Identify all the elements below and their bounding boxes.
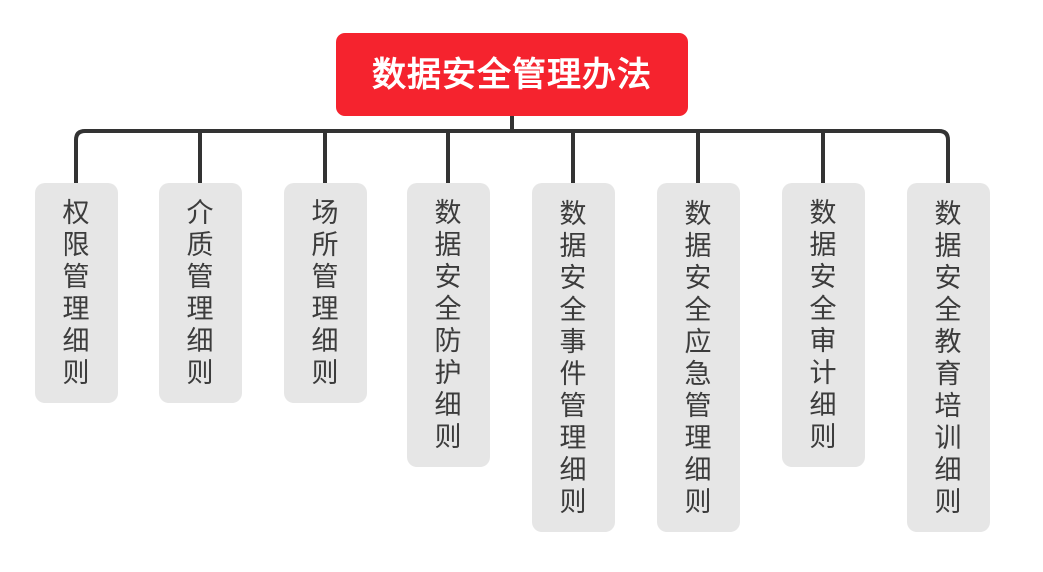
child-node-char: 育: [934, 358, 962, 389]
child-node-char: 教: [934, 326, 962, 357]
child-node-label: 数据安全教育培训细则: [935, 198, 962, 518]
child-node-label: 数据安全应急管理细则: [685, 198, 712, 518]
child-node-char: 限: [62, 230, 90, 260]
child-node-8[interactable]: 数据安全教育培训细则: [906, 183, 990, 532]
child-node-label: 数据安全防护细则: [435, 197, 462, 453]
child-node-char: 则: [186, 358, 214, 388]
child-node-3[interactable]: 场所管理细则: [283, 183, 367, 403]
child-node-label: 场所管理细则: [312, 197, 339, 389]
child-node-char: 据: [809, 230, 837, 260]
child-node-char: 管: [311, 262, 339, 292]
child-node-char: 细: [62, 326, 90, 356]
child-node-char: 则: [434, 422, 462, 452]
child-node-char: 应: [684, 326, 712, 357]
child-node-char: 全: [559, 294, 587, 325]
child-node-char: 细: [186, 326, 214, 356]
child-node-label: 介质管理细则: [187, 197, 214, 389]
child-node-char: 则: [809, 422, 837, 452]
child-node-char: 训: [934, 422, 962, 453]
child-node-char: 护: [434, 358, 462, 388]
child-node-label: 权限管理细则: [63, 197, 90, 389]
child-node-char: 全: [809, 294, 837, 324]
child-node-char: 件: [559, 358, 587, 389]
child-node-char: 全: [684, 294, 712, 325]
child-node-char: 数: [559, 198, 587, 229]
child-node-char: 据: [934, 230, 962, 261]
child-node-char: 安: [434, 262, 462, 292]
child-node-6[interactable]: 数据安全应急管理细则: [656, 183, 740, 532]
child-node-char: 据: [559, 230, 587, 261]
child-node-char: 权: [62, 198, 90, 228]
child-node-char: 介: [186, 198, 214, 228]
child-node-char: 全: [434, 294, 462, 324]
child-node-char: 细: [311, 326, 339, 356]
child-node-char: 则: [559, 486, 587, 517]
child-node-char: 所: [311, 230, 339, 260]
child-node-char: 数: [934, 198, 962, 229]
child-node-char: 细: [809, 390, 837, 420]
child-node-4[interactable]: 数据安全防护细则: [406, 183, 490, 467]
child-node-char: 则: [684, 486, 712, 517]
child-node-char: 防: [434, 326, 462, 356]
child-node-char: 理: [311, 294, 339, 324]
horizontal-bus: [74, 129, 950, 141]
child-node-char: 审: [809, 326, 837, 356]
child-node-char: 数: [434, 198, 462, 228]
child-node-char: 数: [684, 198, 712, 229]
child-node-char: 场: [311, 198, 339, 228]
child-node-7[interactable]: 数据安全审计细则: [781, 183, 865, 467]
child-node-char: 据: [684, 230, 712, 261]
child-node-char: 安: [809, 262, 837, 292]
child-node-char: 理: [559, 422, 587, 453]
root-node-label: 数据安全管理办法: [372, 55, 652, 94]
child-node-char: 管: [684, 390, 712, 421]
child-node-label: 数据安全审计细则: [810, 197, 837, 453]
child-node-char: 全: [934, 294, 962, 325]
child-node-char: 理: [62, 294, 90, 324]
child-node-char: 安: [684, 262, 712, 293]
child-node-char: 理: [684, 422, 712, 453]
child-node-char: 事: [559, 326, 587, 357]
child-node-char: 急: [684, 358, 712, 389]
child-node-char: 细: [684, 454, 712, 485]
child-node-1[interactable]: 权限管理细则: [34, 183, 118, 403]
child-node-char: 计: [809, 358, 837, 388]
child-node-char: 细: [434, 390, 462, 420]
child-node-char: 管: [186, 262, 214, 292]
child-node-5[interactable]: 数据安全事件管理细则: [531, 183, 615, 532]
child-node-char: 安: [559, 262, 587, 293]
root-node[interactable]: 数据安全管理办法: [336, 33, 688, 116]
child-node-char: 安: [934, 262, 962, 293]
child-node-label: 数据安全事件管理细则: [560, 198, 587, 518]
child-node-char: 理: [186, 294, 214, 324]
child-node-char: 管: [559, 390, 587, 421]
child-node-char: 则: [311, 358, 339, 388]
child-node-char: 据: [434, 230, 462, 260]
child-node-char: 细: [934, 454, 962, 485]
child-node-char: 培: [934, 390, 962, 421]
child-node-char: 细: [559, 454, 587, 485]
child-node-char: 则: [62, 358, 90, 388]
child-node-2[interactable]: 介质管理细则: [158, 183, 242, 403]
child-node-char: 质: [186, 230, 214, 260]
child-node-char: 数: [809, 198, 837, 228]
child-node-char: 则: [934, 486, 962, 517]
child-node-char: 管: [62, 262, 90, 292]
